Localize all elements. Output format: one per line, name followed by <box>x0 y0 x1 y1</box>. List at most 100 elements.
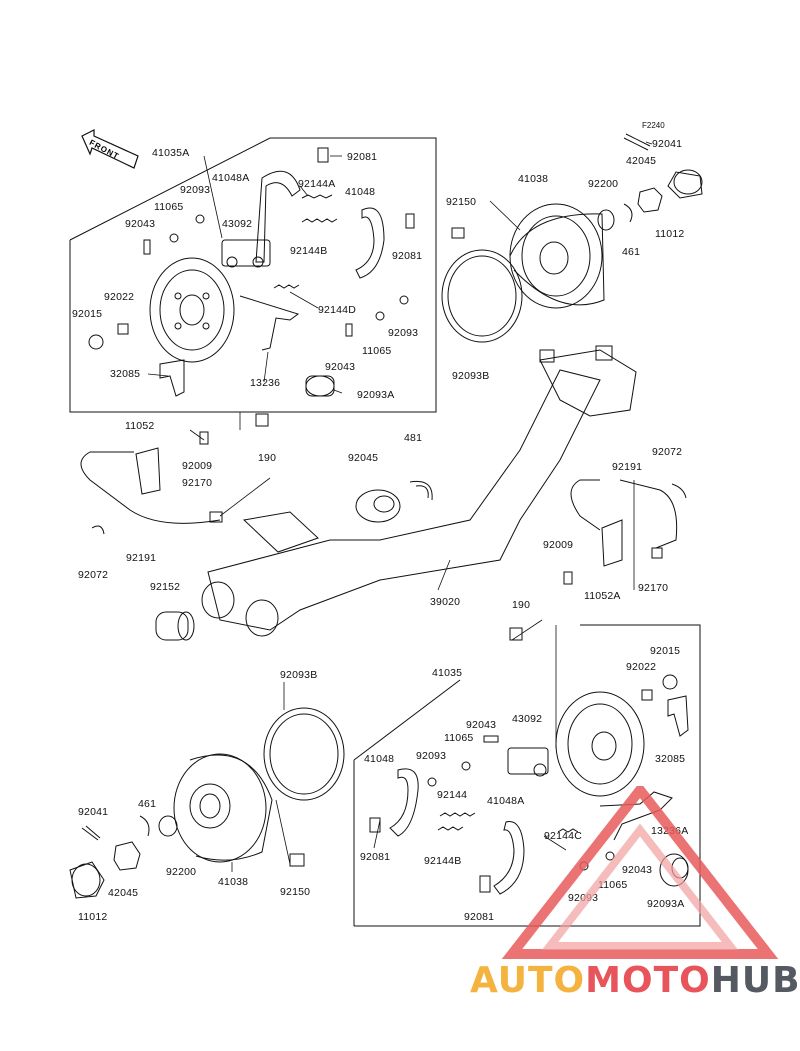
bearing-92045 <box>355 489 401 523</box>
washer-92093-lower <box>427 777 437 787</box>
part-label-92043: 92043 <box>125 218 156 230</box>
washer-11065-upper <box>169 233 179 243</box>
bolt-92009-lower <box>563 571 573 585</box>
bushing-92152 <box>155 611 195 641</box>
cap-11012-lower <box>69 861 105 899</box>
cable-92191-right <box>570 479 678 549</box>
spring-92144A <box>301 194 333 199</box>
part-label-92081: 92081 <box>360 851 391 863</box>
pin-92043-upper <box>143 239 151 255</box>
lever-13236 <box>239 295 300 351</box>
washer-92200-lower <box>158 815 178 837</box>
part-label-92144b: 92144B <box>424 855 462 867</box>
part-label-43092: 43092 <box>512 713 543 725</box>
part-label-92152: 92152 <box>150 581 181 593</box>
part-label-11065: 11065 <box>598 879 628 891</box>
part-label-92093: 92093 <box>388 327 419 339</box>
shoe-clip-lower <box>369 817 381 833</box>
clamp-92170-lower <box>651 547 663 559</box>
part-label-92144a: 92144A <box>298 178 336 190</box>
bracket-32085-lower <box>667 695 689 737</box>
nut-42045-lower <box>113 841 141 871</box>
part-label-92009: 92009 <box>543 539 574 551</box>
shoe-clip-lower-2 <box>479 875 491 893</box>
clamp-92170-upper <box>209 511 223 523</box>
part-label-92043: 92043 <box>466 719 497 731</box>
bracket-11052A <box>601 519 623 567</box>
shoe-clip-upper-2 <box>405 213 415 229</box>
brake-shoe-41048-lower <box>389 768 419 837</box>
part-label-92015: 92015 <box>650 645 681 657</box>
spring-92144B <box>301 218 338 223</box>
washer-92093-upper-2 <box>399 295 409 305</box>
bracket-32085-upper <box>159 359 185 397</box>
part-label-41038: 41038 <box>518 173 549 185</box>
part-label-92081: 92081 <box>464 911 495 923</box>
cotter-pin-92041-lower <box>81 825 101 841</box>
ring-481 <box>409 480 433 501</box>
clip-92072-left <box>91 525 105 535</box>
part-label-92043: 92043 <box>325 361 356 373</box>
part-label-92144: 92144 <box>437 789 468 801</box>
spring-92144D <box>273 284 300 289</box>
part-label-41048a: 41048A <box>487 795 525 807</box>
bracket-11052 <box>135 447 161 495</box>
part-label-32085: 32085 <box>655 753 686 765</box>
part-label-190: 190 <box>258 452 277 464</box>
washer-11065-upper-2 <box>375 311 385 321</box>
part-label-92081: 92081 <box>347 151 378 163</box>
brand-part-moto: MOTO <box>585 960 711 1001</box>
part-label-41035a: 41035A <box>152 147 190 159</box>
part-label-92015: 92015 <box>72 308 103 320</box>
brand-part-auto: AUTO <box>470 960 586 1001</box>
part-label-41048a: 41048A <box>212 172 250 184</box>
bolt-190-upper <box>255 413 269 427</box>
part-label-92072: 92072 <box>78 569 109 581</box>
lever-13236A <box>599 791 673 841</box>
part-label-92022: 92022 <box>626 661 657 673</box>
part-label-11065: 11065 <box>362 345 392 357</box>
figure-ref-code: F2240 <box>642 121 665 130</box>
part-label-92093: 92093 <box>180 184 211 196</box>
part-label-41038: 41038 <box>218 876 249 888</box>
shoe-clip-upper <box>317 147 329 163</box>
wheel-cylinder-lower <box>507 747 549 777</box>
lower-frame-diag <box>353 679 461 761</box>
pin-92043-lower <box>483 735 499 743</box>
brand-part-hub: HUB <box>710 960 800 1001</box>
bolt-92150-lower <box>289 853 305 867</box>
cotter-pin-92041-upper <box>623 133 651 151</box>
part-label-190: 190 <box>512 599 531 611</box>
ring-461-lower <box>139 815 150 837</box>
part-label-41048: 41048 <box>364 753 395 765</box>
cap-11012-upper <box>667 169 703 199</box>
part-label-92041: 92041 <box>78 806 109 818</box>
part-label-11012: 11012 <box>655 228 685 240</box>
axle-housing-39020 <box>201 345 637 637</box>
lower-group-frame <box>354 624 701 927</box>
pin-92043-upper-2 <box>345 323 353 337</box>
backing-plate-lower <box>555 691 645 797</box>
part-label-92144d: 92144D <box>318 304 356 316</box>
part-label-92144b: 92144B <box>290 245 328 257</box>
part-label-13236: 13236 <box>250 377 281 389</box>
washer-92022-upper <box>117 323 129 335</box>
bolt-190-lower <box>509 627 523 641</box>
leader-lines <box>147 141 653 872</box>
part-label-92043: 92043 <box>622 864 653 876</box>
nut-92015-lower <box>662 674 678 690</box>
part-label-92093: 92093 <box>416 750 447 762</box>
watermark-brand: AUTOMOTOHUB <box>470 960 800 1001</box>
wheel-cylinder-upper <box>221 239 271 268</box>
part-label-92200: 92200 <box>588 178 619 190</box>
part-label-92191: 92191 <box>126 552 157 564</box>
nut-42045-upper <box>637 187 663 213</box>
clip-92072-right <box>671 483 687 499</box>
part-label-92170: 92170 <box>638 582 669 594</box>
drum-ring-92093B-upper <box>441 249 523 343</box>
nut-92015-upper <box>88 334 104 350</box>
part-label-92093b: 92093B <box>452 370 490 382</box>
upper-group-frame <box>69 137 437 413</box>
brake-drum-upper <box>509 203 605 309</box>
